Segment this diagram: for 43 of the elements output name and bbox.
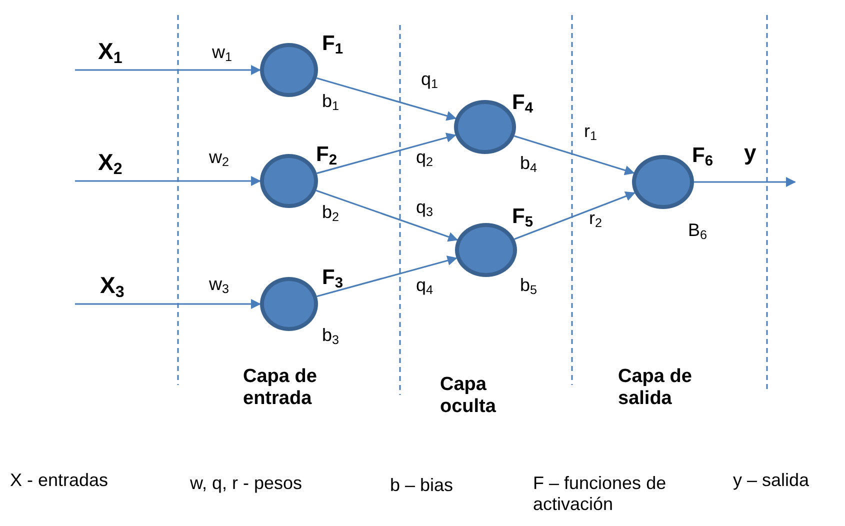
bias-label: b$_{5}$ <box>520 276 538 298</box>
legend-note: F – funciones de activación <box>533 473 668 514</box>
arrow <box>316 256 458 298</box>
input-label: X$_{2}$ <box>98 149 122 179</box>
arrow <box>514 135 635 176</box>
layer-label: Capa oculta <box>440 374 497 418</box>
input-label: X$_{3}$ <box>100 272 124 302</box>
arrow <box>316 132 456 174</box>
legend-note: y – salida <box>733 470 810 491</box>
layer-label: Capa de entrada <box>243 366 318 410</box>
neuron-label: F$_{2}$ <box>316 143 337 169</box>
weight-label: q$_{1}$ <box>421 70 438 92</box>
arrow <box>75 176 261 186</box>
weight-label: w$_{3}$ <box>209 275 230 297</box>
arrow <box>316 77 457 121</box>
neuron-label: F$_{1}$ <box>322 32 343 58</box>
weight-label: w$_{2}$ <box>209 148 230 170</box>
bias-label: b$_{4}$ <box>520 154 538 176</box>
input-label: X$_{1}$ <box>98 38 122 68</box>
arrow <box>694 177 796 187</box>
bias-label: b$_{2}$ <box>322 203 340 225</box>
weight-label: q$_{2}$ <box>416 148 434 170</box>
legend-note: b – bias <box>390 475 454 496</box>
arrow <box>514 191 636 240</box>
weight-label: q$_{3}$ <box>416 198 434 220</box>
neuron-label: F$_{6}$ <box>692 144 713 170</box>
arrow <box>75 65 261 75</box>
bias-label: b$_{3}$ <box>322 326 340 348</box>
weight-label: r$_{1}$ <box>584 122 598 144</box>
legend-note: w, q, r - pesos <box>190 473 302 494</box>
weight-label: q$_{4}$ <box>416 276 434 298</box>
layer-label: Capa de salida <box>618 366 693 410</box>
weight-label: r$_{2}$ <box>589 209 602 231</box>
output-label: y <box>744 141 756 166</box>
arrow <box>316 190 458 242</box>
arrow <box>75 299 261 309</box>
neuron-label: F$_{4}$ <box>512 91 533 117</box>
neuron-label: F$_{5}$ <box>512 205 533 231</box>
bias-label: b$_{1}$ <box>322 92 340 114</box>
legend-note: X - entradas <box>10 470 108 491</box>
bias-label: B$_{6}$ <box>688 221 708 243</box>
neuron-label: F$_{3}$ <box>322 266 343 292</box>
weight-label: w$_{1}$ <box>212 43 232 65</box>
